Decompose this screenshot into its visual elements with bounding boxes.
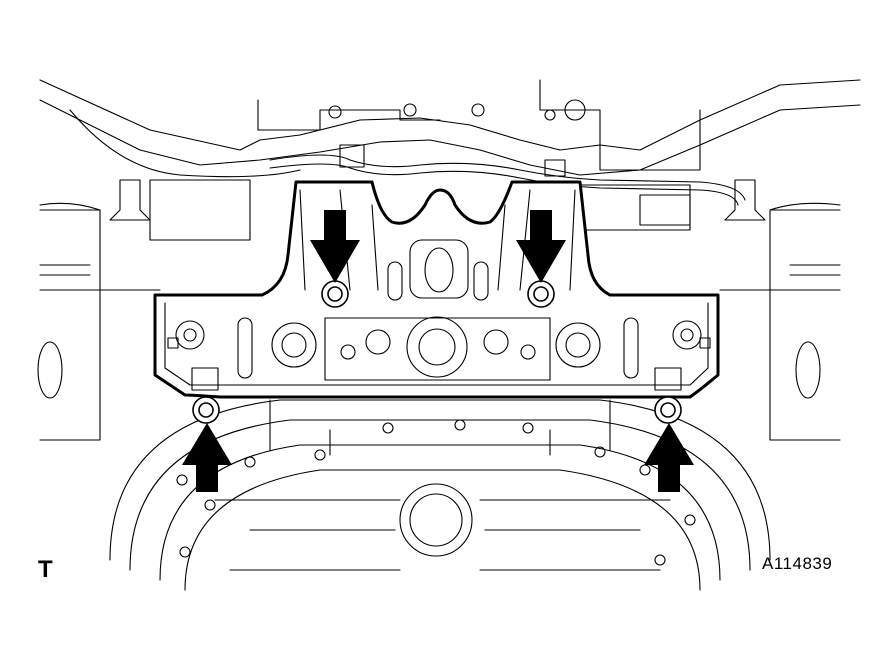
engine-background-lines xyxy=(39,79,861,241)
indicator-arrows xyxy=(182,210,694,492)
bolt-lower-right xyxy=(654,396,682,424)
bolt-lower-left xyxy=(192,396,220,424)
pan-bolts xyxy=(176,419,696,566)
view-label: T xyxy=(38,556,53,583)
oil-pan-outline xyxy=(109,399,771,591)
bolt-upper-left xyxy=(321,280,349,308)
engine-mount-bracket xyxy=(153,180,720,399)
side-mounts xyxy=(37,179,841,441)
highlighted-bolts xyxy=(192,280,682,424)
arrow-down-right-icon xyxy=(516,210,566,283)
bolt-upper-right xyxy=(527,280,555,308)
arrow-up-right-icon xyxy=(644,423,694,492)
figure-code: A114839 xyxy=(762,554,833,573)
arrow-down-left-icon xyxy=(310,210,360,283)
arrow-up-left-icon xyxy=(182,423,232,492)
